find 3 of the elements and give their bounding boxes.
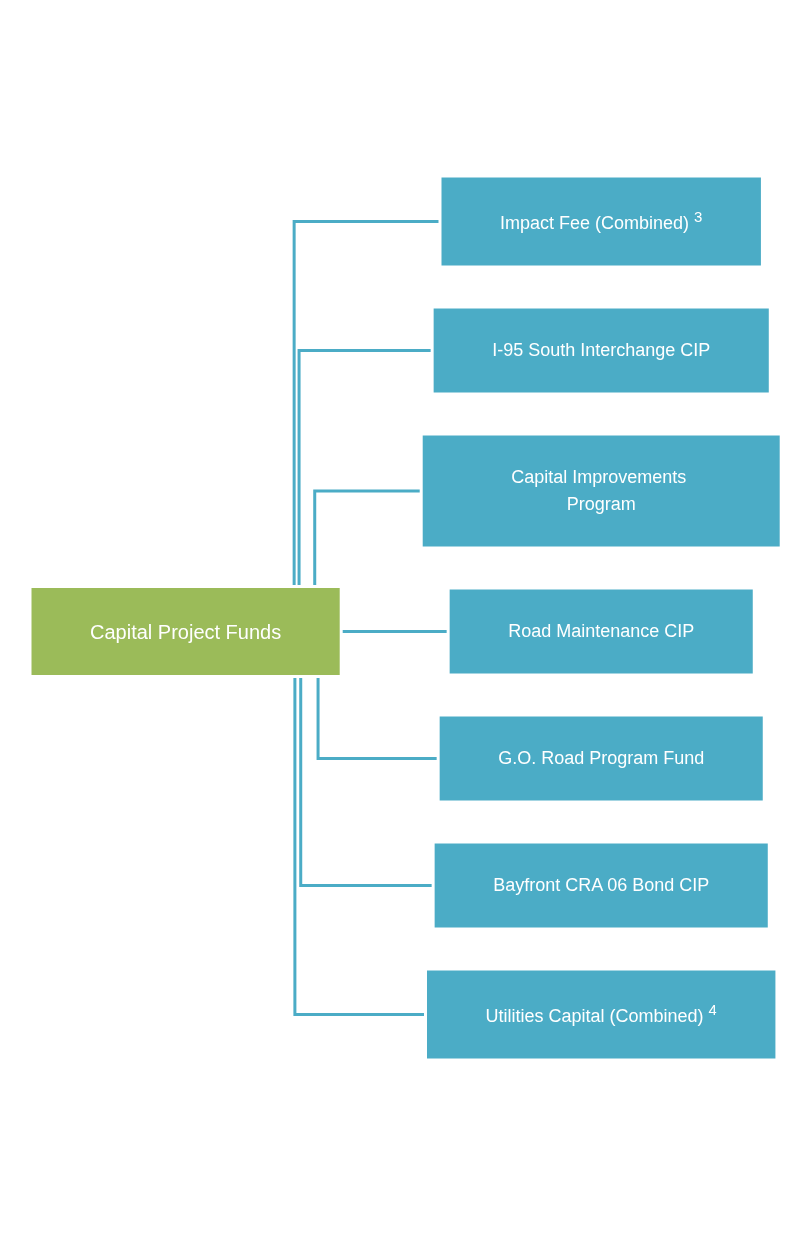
node-box: Utilities Capital (Combined) $^{4}$ [424, 967, 779, 1062]
connector [341, 630, 449, 633]
node-box: Capital Project Funds [28, 585, 344, 678]
